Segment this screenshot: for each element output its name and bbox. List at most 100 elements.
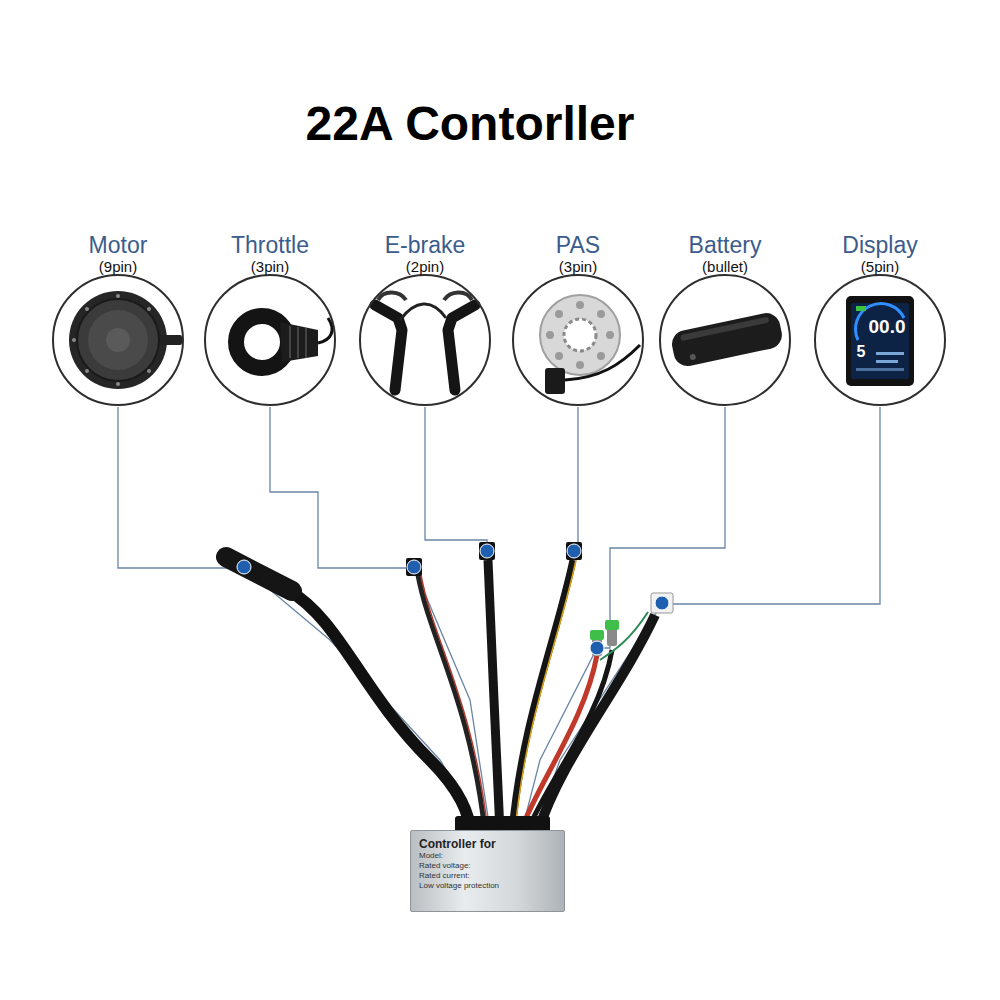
node-heading: Display	[810, 232, 950, 258]
node-heading: Battery	[655, 232, 795, 258]
node-text-group: Motor(9pin)	[48, 232, 188, 275]
circle-outline-shape	[815, 275, 945, 405]
hub-motor-illustration-part	[85, 369, 89, 373]
node-detail: Low voltage protection	[419, 881, 556, 891]
battery-illustration-part	[680, 317, 769, 342]
e-brake-lever-illustration-part	[375, 305, 402, 390]
node-heading: Throttle	[200, 232, 340, 258]
component-circle: E-brake(2pin)	[355, 232, 495, 407]
component-circle: Motor(9pin)	[48, 232, 188, 407]
pas-sensor-illustration	[540, 295, 640, 394]
node-detail: (3pin)	[200, 258, 340, 275]
wiring-harness-part	[538, 615, 655, 832]
node-heading: Motor	[48, 232, 188, 258]
circle-outline-shape	[53, 275, 183, 405]
wiring-harness-part	[590, 630, 604, 640]
leader-wire	[118, 407, 470, 830]
leader-wire	[535, 407, 880, 830]
pas-sensor-illustration-part	[540, 295, 620, 375]
hub-motor-illustration-part	[72, 338, 76, 342]
display-illustration-part	[876, 360, 898, 363]
pas-sensor-illustration-part	[555, 310, 563, 318]
pas-sensor-illustration-part	[597, 352, 605, 360]
throttle-illustration-part	[318, 318, 332, 343]
node-detail: Rated current:	[419, 871, 556, 881]
hub-motor-illustration-part	[106, 328, 130, 352]
leader-wire	[270, 407, 490, 830]
wiring-harness-part	[406, 558, 422, 576]
e-brake-lever-illustration-part	[444, 292, 472, 300]
screen-readout: 5	[857, 343, 866, 361]
display-illustration-part	[856, 368, 904, 371]
circle-outline-shape	[660, 275, 790, 405]
battery-illustration	[669, 311, 784, 369]
e-brake-lever-illustration-part	[378, 292, 406, 300]
throttle-illustration	[236, 316, 332, 368]
e-brake-lever-illustration-part	[448, 305, 475, 390]
node-text-group: Battery(bullet)	[655, 232, 795, 275]
diagram-title: 22A Contorller	[306, 96, 635, 152]
node-detail: Model:	[419, 851, 556, 861]
battery-illustration-part	[669, 311, 784, 369]
wiring-harness-part	[421, 575, 488, 832]
node-text-group: E-brake(2pin)	[355, 232, 495, 275]
node-detail: (9pin)	[48, 258, 188, 275]
wiring-harness-part	[479, 542, 495, 560]
wiring-harness-part	[566, 542, 582, 560]
display-illustration	[846, 296, 914, 386]
e-brake-lever-illustration	[375, 292, 475, 390]
circle-outline	[810, 270, 950, 410]
wiring-harness-part	[605, 620, 619, 630]
node-detail: (3pin)	[508, 258, 648, 275]
display-illustration-part	[846, 296, 914, 386]
connector-marker-dots-part	[480, 544, 494, 558]
wiring-harness-part	[651, 593, 673, 613]
throttle-illustration-part	[280, 322, 318, 362]
hub-motor-illustration-part	[88, 310, 148, 370]
component-circle: Throttle(3pin)	[200, 232, 340, 407]
hub-motor-illustration-part	[160, 335, 182, 345]
throttle-illustration-part	[290, 326, 306, 358]
circle-outline	[508, 270, 648, 410]
wiring-harness-part	[600, 612, 648, 660]
circle-outline	[200, 270, 340, 410]
node-heading: E-brake	[355, 232, 495, 258]
component-circle: Battery(bullet)	[655, 232, 795, 407]
hub-motor-illustration-part	[69, 291, 167, 389]
hub-motor-illustration	[69, 291, 182, 389]
node-text-group: Controller forModel:Rated voltage:Rated …	[419, 837, 556, 891]
connector-marker-dots-part	[590, 641, 604, 655]
node-detail: (2pin)	[355, 258, 495, 275]
battery-illustration-part	[689, 354, 696, 361]
display-illustration-part	[851, 303, 909, 379]
wiring-harness-part	[527, 650, 612, 832]
wiring-harness-part	[512, 560, 573, 832]
wiring-harness-part	[288, 590, 470, 832]
pas-sensor-illustration-part	[565, 345, 640, 380]
hub-motor-illustration-part	[147, 369, 151, 373]
circle-outline-shape	[360, 275, 490, 405]
pas-sensor-illustration-part	[597, 310, 605, 318]
node-detail: (5pin)	[810, 258, 950, 275]
controller-box: Controller forModel:Rated voltage:Rated …	[410, 830, 565, 912]
pas-sensor-illustration-part	[606, 331, 614, 339]
wiring-harness-part	[418, 575, 485, 832]
pas-sensor-illustration-part	[576, 361, 584, 369]
pas-sensor-illustration-part	[555, 352, 563, 360]
hub-motor-illustration-part	[85, 307, 89, 311]
hub-motor-illustration-part	[116, 294, 120, 298]
node-text-group: Throttle(3pin)	[200, 232, 340, 275]
pas-sensor-illustration-part	[576, 301, 584, 309]
display-illustration-part	[876, 352, 904, 355]
component-circle: PAS(3pin)	[508, 232, 648, 407]
circle-outline	[48, 270, 188, 410]
circle-outline-shape	[513, 275, 643, 405]
node-detail: (bullet)	[655, 258, 795, 275]
node-detail: Rated voltage:	[419, 861, 556, 871]
pas-sensor-illustration-part	[564, 319, 596, 351]
hub-motor-illustration-part	[147, 307, 151, 311]
circle-outline	[655, 270, 795, 410]
connector-marker-dots-part	[567, 544, 581, 558]
circle-outline-shape	[205, 275, 335, 405]
